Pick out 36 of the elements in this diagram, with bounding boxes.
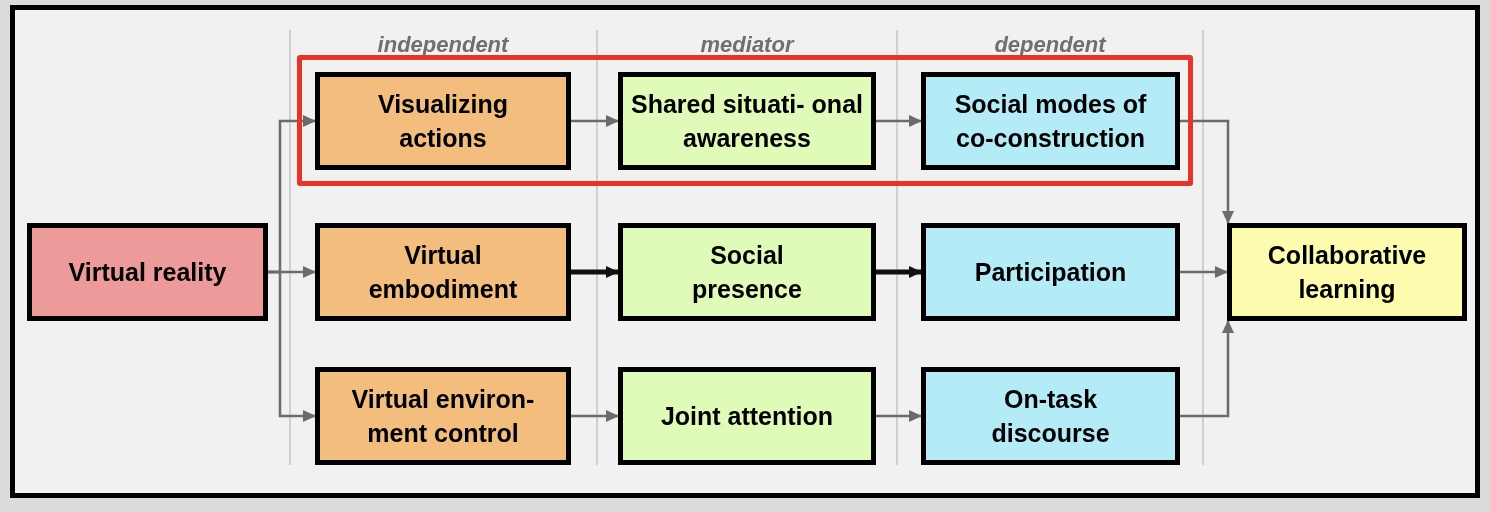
process-box [315,223,571,321]
box-text: On-task discourse [990,384,1111,449]
box-text: Social modes of co-construction [953,89,1148,154]
process-box [618,223,876,321]
process-box [921,367,1180,465]
column-header: mediator [700,31,794,59]
arrow [1180,119,1234,224]
process-box [1227,223,1467,321]
box-text: Virtual environ- ment control [350,384,536,449]
box-text: Social presence [691,240,803,305]
box-text: Visualizing actions [376,89,510,154]
process-box [315,367,571,465]
process-box [921,223,1180,321]
box-text: Shared situati- onal awareness [631,89,863,154]
box-text: Participation [974,257,1127,288]
arrow [571,410,619,422]
arrow [571,115,619,127]
group-frame [297,55,1193,186]
process-box [27,223,268,321]
box-text: Virtual reality [68,257,227,288]
box-text: Collaborative learning [1266,240,1428,305]
process-box [315,72,571,170]
process-box [618,367,876,465]
arrow [1180,320,1234,418]
arrow [876,115,922,127]
box-text: Joint attention [660,401,834,432]
column-header: dependent [994,31,1106,59]
box-text: Virtual embodiment [367,240,519,305]
process-box [618,72,876,170]
arrow [876,266,922,278]
column-header: independent [377,31,509,59]
arrow [268,270,316,422]
arrow [571,266,619,278]
process-box [921,72,1180,170]
arrow [1180,266,1228,278]
arrow [876,410,922,422]
